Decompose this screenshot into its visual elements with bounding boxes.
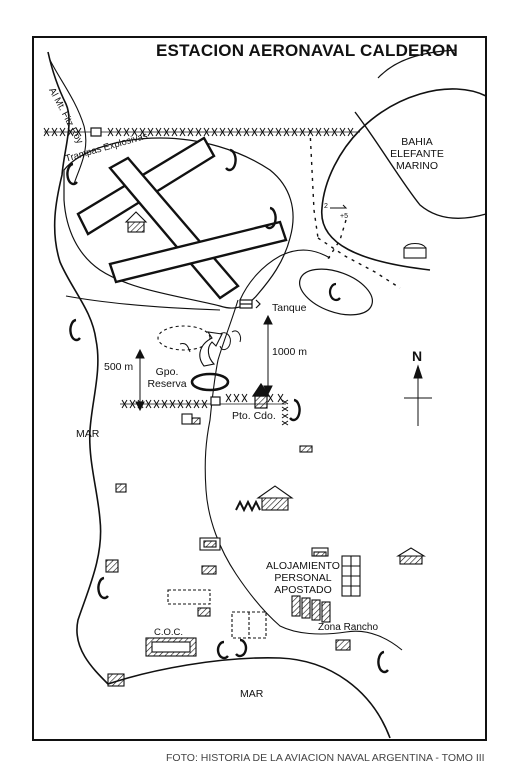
label-bahia-line1: BAHIA xyxy=(401,136,433,148)
dashed-track-north xyxy=(309,129,319,239)
building-shed xyxy=(115,483,127,493)
airfield-area xyxy=(63,137,294,309)
gate-south xyxy=(210,396,221,406)
road-to-fitz-roy xyxy=(49,59,87,185)
building-dock xyxy=(107,673,125,687)
dashed-building-1 xyxy=(167,589,211,605)
defense-positions xyxy=(66,148,389,674)
label-coc: C.O.C. xyxy=(154,627,184,638)
label-north: N xyxy=(412,348,423,364)
building-mid xyxy=(201,565,217,575)
label-bahia: BAHIA ELEFANTE MARINO xyxy=(382,136,452,172)
coastline-west xyxy=(47,51,109,685)
label-gpo-line1: Gpo. xyxy=(155,366,179,378)
building-mid-2 xyxy=(197,607,211,617)
buildings xyxy=(105,242,427,687)
zigzag-structures xyxy=(235,499,261,513)
label-bahia-line3: MARINO xyxy=(396,160,438,172)
label-gpo-reserva: Gpo. Reserva xyxy=(142,366,192,390)
label-500m: 500 m xyxy=(104,361,134,373)
label-tanque: Tanque xyxy=(272,302,307,314)
map-title: ESTACION AERONAVAL CALDERON xyxy=(156,41,458,60)
road-west xyxy=(65,295,221,311)
gate-north xyxy=(90,127,102,137)
dimension-500m xyxy=(135,348,145,412)
dimension-1000m xyxy=(263,314,273,396)
building-quonset xyxy=(403,247,427,259)
building-main-house xyxy=(256,485,294,511)
terrain-mark-1 xyxy=(219,332,231,351)
building-west-1 xyxy=(181,413,201,425)
building-east xyxy=(396,547,426,565)
label-1000m: 1000 m xyxy=(272,346,308,358)
advance-arrow xyxy=(199,331,223,367)
gpo-reserva-arrow xyxy=(179,343,191,353)
reserve-position xyxy=(190,372,230,392)
building-sq-1-inner xyxy=(203,540,217,548)
label-alojamiento: ALOJAMIENTO PERSONAL APOSTADO xyxy=(262,560,344,596)
building-hut xyxy=(299,445,313,453)
label-zona-rancho: Zona Rancho xyxy=(318,622,379,633)
bahia-shore xyxy=(354,111,487,220)
label-gpo-line2: Reserva xyxy=(147,378,187,390)
label-bahia-line2: ELEFANTE xyxy=(390,148,444,160)
lagoon xyxy=(299,268,373,316)
dashed-track-east xyxy=(317,237,401,289)
building-rancho xyxy=(335,639,351,651)
terrain-mark-2 xyxy=(231,330,241,343)
aloj-row xyxy=(291,595,331,623)
photo-credit: FOTO: HISTORIA DE LA AVIACION NAVAL ARGE… xyxy=(166,752,485,764)
lagoon-position xyxy=(328,282,341,302)
building-sq-2 xyxy=(105,559,119,573)
map-frame xyxy=(32,36,487,741)
label-aloj-line3: APOSTADO xyxy=(274,584,332,596)
command-post-building xyxy=(251,382,271,409)
coastline-south xyxy=(107,657,391,739)
coc-building xyxy=(145,637,197,657)
tanque-symbol xyxy=(239,299,261,309)
coastline-east xyxy=(321,88,487,271)
runway-3 xyxy=(108,220,288,284)
label-aloj-line1: ALOJAMIENTO xyxy=(266,560,340,572)
alojamiento-block xyxy=(341,555,361,597)
gpo-reserva-area xyxy=(157,325,211,351)
label-aloj-line2: PERSONAL xyxy=(274,572,332,584)
svg-text:2: 2 xyxy=(324,203,328,210)
shore-line-north xyxy=(377,49,457,79)
svg-text:+5: +5 xyxy=(340,213,348,220)
wire-fence-north-crosses xyxy=(43,127,354,137)
north-arrow-icon xyxy=(404,364,432,426)
label-pto-cdo: Pto. Cdo. xyxy=(232,410,276,422)
label-mar-left: MAR xyxy=(76,428,100,440)
small-marker: 2 +5 xyxy=(324,203,348,220)
building-aloj-1 xyxy=(311,547,329,557)
label-mar-bottom: MAR xyxy=(240,688,264,700)
road-upper xyxy=(239,249,331,301)
hangar-building xyxy=(124,211,148,233)
building-quonset-roof xyxy=(403,242,427,249)
